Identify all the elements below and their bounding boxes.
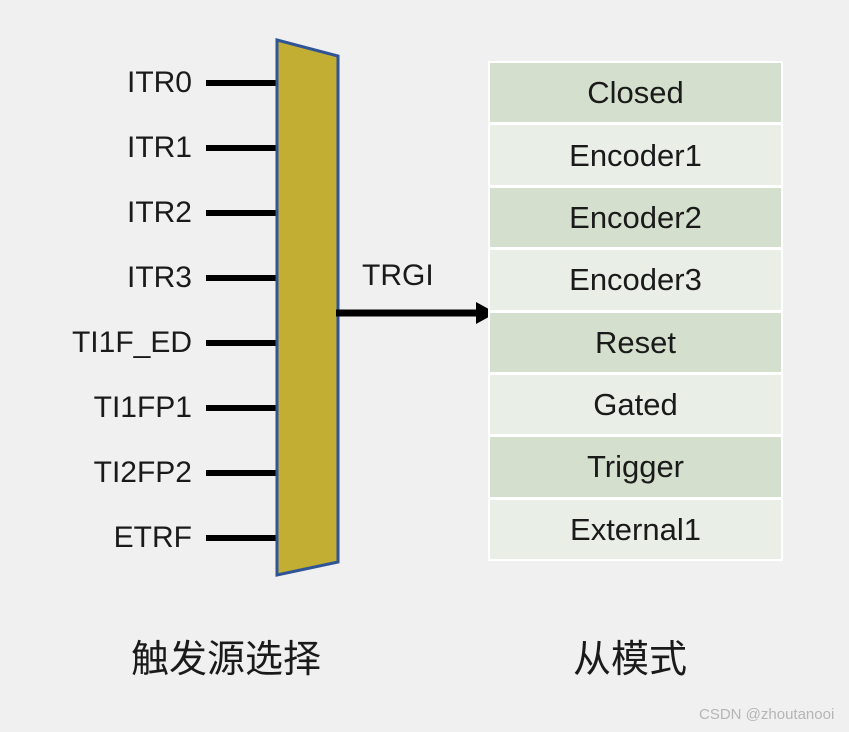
watermark: CSDN @zhoutanooi	[699, 706, 835, 723]
input-line-ti1fp1	[206, 405, 279, 411]
trgi-arrow-head	[476, 302, 496, 324]
input-label-ti1fp1: TI1FP1	[93, 391, 192, 424]
slave-mode-row-encoder2[interactable]: Encoder2	[490, 187, 781, 248]
input-label-itr1: ITR1	[126, 131, 192, 164]
trigger-source-mux	[275, 38, 340, 577]
input-line-etrf	[206, 535, 279, 541]
slave-mode-row-external1[interactable]: External1	[490, 499, 781, 559]
trgi-arrow	[336, 302, 496, 324]
slave-mode-list: Closed Encoder1 Encoder2 Encoder3 Reset …	[488, 61, 783, 561]
input-label-itr2: ITR2	[126, 196, 192, 229]
input-line-itr2	[206, 210, 279, 216]
slave-mode-row-trigger[interactable]: Trigger	[490, 437, 781, 497]
input-line-ti1f-ed	[206, 340, 279, 346]
slave-mode-row-gated[interactable]: Gated	[490, 374, 781, 435]
slave-mode-row-reset[interactable]: Reset	[490, 312, 781, 372]
input-label-itr0: ITR0	[126, 66, 192, 99]
input-label-ti2fp2: TI2FP2	[93, 456, 192, 489]
input-label-etrf: ETRF	[113, 521, 192, 554]
input-line-itr3	[206, 275, 279, 281]
input-line-itr0	[206, 80, 279, 86]
caption-trigger-source-selection: 触发源选择	[131, 639, 322, 681]
mux-trapezoid	[275, 38, 340, 577]
slave-mode-row-closed[interactable]: Closed	[490, 63, 781, 123]
caption-slave-mode: 从模式	[573, 639, 688, 681]
trgi-label: TRGI	[362, 259, 434, 292]
input-label-itr3: ITR3	[126, 261, 192, 294]
input-line-ti2fp2	[206, 470, 279, 476]
input-label-ti1f-ed: TI1F_ED	[71, 326, 192, 359]
slave-mode-row-encoder1[interactable]: Encoder1	[490, 125, 781, 185]
input-line-itr1	[206, 145, 279, 151]
slave-mode-row-encoder3[interactable]: Encoder3	[490, 250, 781, 310]
